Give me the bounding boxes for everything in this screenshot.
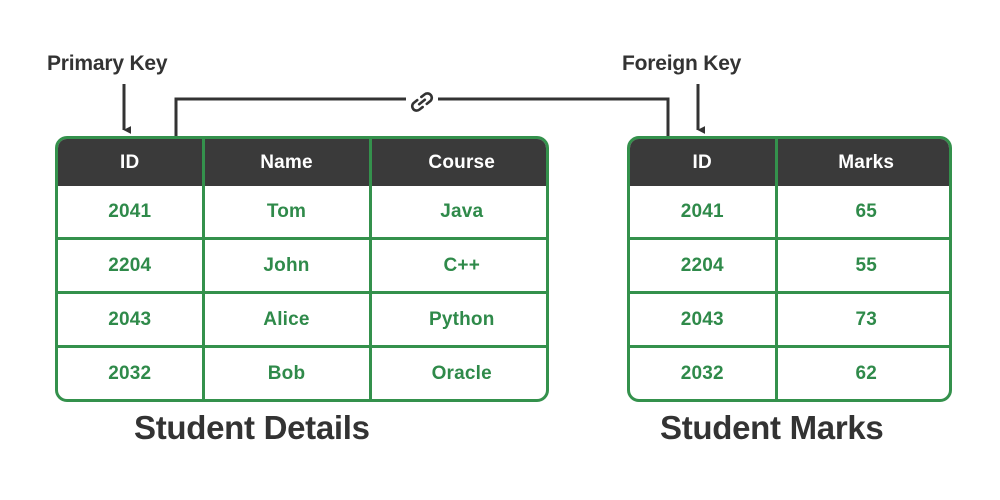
cell-marks: 65 [855,200,878,222]
primary-key-label: Primary Key [47,52,168,75]
table-row: 2043 Alice Python [58,291,546,347]
cell-id: 2043 [58,291,205,347]
table-row: 2032 62 [630,345,949,399]
cell-name: Alice [203,291,372,347]
chain-link-icon [406,88,438,116]
cell-id: 2041 [630,186,778,239]
table-row: 2204 55 [630,237,949,293]
cell-course: Oracle [370,345,546,399]
cell-marks: 73 [776,291,949,347]
table-row: 2204 John C++ [58,237,546,293]
foreign-key-label: Foreign Key [622,52,742,75]
table-header-row: ID Name Course [58,139,546,186]
cell-marks: 62 [776,345,949,399]
student-marks-caption: Student Marks [660,409,884,446]
table-row: 2041 65 [630,186,949,239]
cell-id: 2043 [630,291,778,347]
cell-course: Python [370,291,546,347]
column-header-course: Course [370,139,546,186]
cell-name: John [203,237,372,293]
student-details-table: ID Name Course 2041 Tom Java 2204 John C… [55,136,549,402]
cell-name: Bob [203,345,372,399]
cell-id: 2204 [630,237,778,293]
cell-marks: 55 [776,237,949,293]
cell-course: Java [440,200,484,222]
table-header-row: ID Marks [630,139,949,186]
column-header-id: ID [630,139,778,186]
column-header-name: Name [203,139,372,186]
cell-course: C++ [370,237,546,293]
student-marks-table: ID Marks 2041 65 2204 55 2043 73 [627,136,952,402]
cell-id: 2032 [58,345,205,399]
table-row: 2032 Bob Oracle [58,345,546,399]
column-header-id: ID [58,139,205,186]
table-row: 2043 73 [630,291,949,347]
cell-id: 2204 [58,237,205,293]
cell-id: 2041 [58,186,205,239]
cell-id: 2032 [630,345,778,399]
cell-name: Tom [203,186,372,239]
student-details-caption: Student Details [134,409,370,446]
column-header-marks: Marks [776,139,949,186]
table-row: 2041 Tom Java [58,186,546,239]
fk-link-right-segment [436,97,670,140]
fk-link-left-segment [174,97,408,140]
